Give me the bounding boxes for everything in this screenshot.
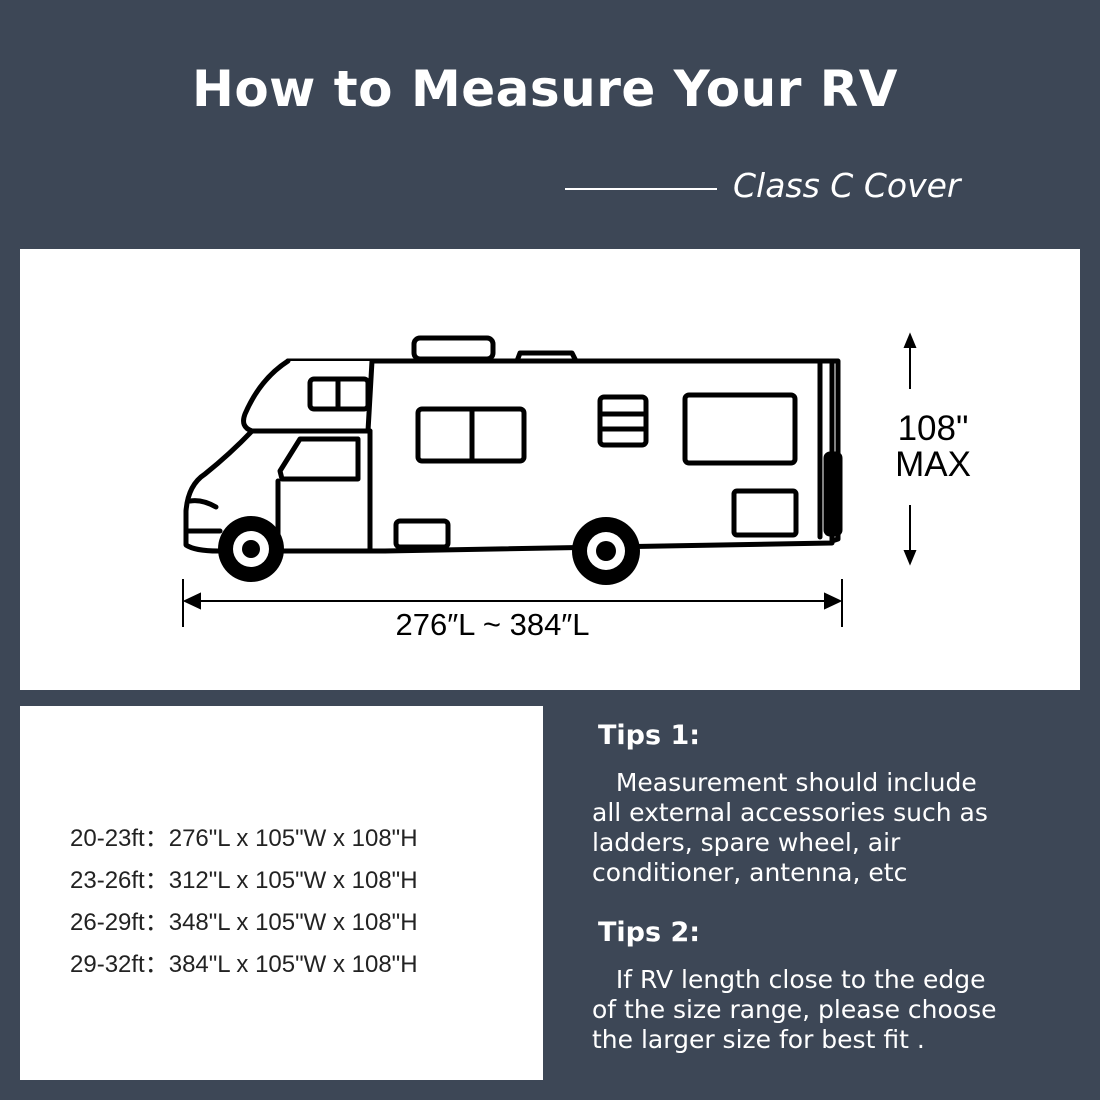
rear-spare-wheel bbox=[823, 451, 843, 537]
size-range: 26-29ft： bbox=[70, 909, 169, 936]
storage-hatch bbox=[731, 488, 799, 538]
step-box bbox=[393, 518, 451, 550]
tips-2-heading: Tips 2: bbox=[598, 917, 701, 948]
tips-2-body: If RV length close to the edge of the si… bbox=[592, 965, 997, 1054]
sizes-panel: 20-23ft：276"L x 105"W x 108"H 23-26ft：31… bbox=[20, 706, 543, 1080]
size-dims: 276"L x 105"W x 108"H bbox=[168, 825, 418, 852]
rv-illustration bbox=[182, 332, 917, 627]
curved-arrow-down-icon bbox=[20, 706, 140, 786]
tips-1-heading: Tips 1: bbox=[598, 720, 701, 751]
diagram-panel: 108" MAX 276″L ~ 384″L bbox=[20, 249, 1080, 690]
size-range: 20-23ft： bbox=[70, 825, 169, 852]
size-dims: 384"L x 105"W x 108"H bbox=[168, 951, 418, 978]
size-range: 29-32ft： bbox=[70, 951, 169, 978]
size-row: 29-32ft：384"L x 105"W x 108"H bbox=[70, 944, 418, 986]
height-dimension bbox=[903, 332, 917, 566]
size-range: 23-26ft： bbox=[70, 867, 169, 894]
subtitle-rule bbox=[565, 188, 717, 190]
page-title: How to Measure Your RV bbox=[191, 60, 899, 118]
size-dims: 348"L x 105"W x 108"H bbox=[168, 909, 418, 936]
size-list: 20-23ft：276"L x 105"W x 108"H 23-26ft：31… bbox=[70, 818, 418, 986]
cab-window bbox=[277, 436, 361, 482]
size-row: 20-23ft：276"L x 105"W x 108"H bbox=[70, 818, 418, 860]
page-subtitle: Class C Cover bbox=[733, 166, 961, 205]
roof-vent bbox=[514, 350, 579, 364]
length-dimension bbox=[182, 579, 843, 627]
size-dims: 312"L x 105"W x 108"H bbox=[168, 867, 418, 894]
size-row: 26-29ft：348"L x 105"W x 108"H bbox=[70, 902, 418, 944]
height-max: MAX bbox=[895, 445, 971, 484]
length-label: 276″L ~ 384″L bbox=[395, 607, 590, 642]
roof-ac-unit bbox=[411, 335, 496, 362]
side-window-small bbox=[597, 394, 649, 448]
rv-wheels bbox=[218, 516, 640, 585]
side-window-right bbox=[682, 392, 798, 466]
size-row: 23-26ft：312"L x 105"W x 108"H bbox=[70, 860, 418, 902]
height-label: 108" MAX bbox=[870, 411, 996, 483]
height-value: 108" bbox=[897, 409, 969, 448]
tips-1-body: Measurement should include all external … bbox=[592, 768, 988, 887]
